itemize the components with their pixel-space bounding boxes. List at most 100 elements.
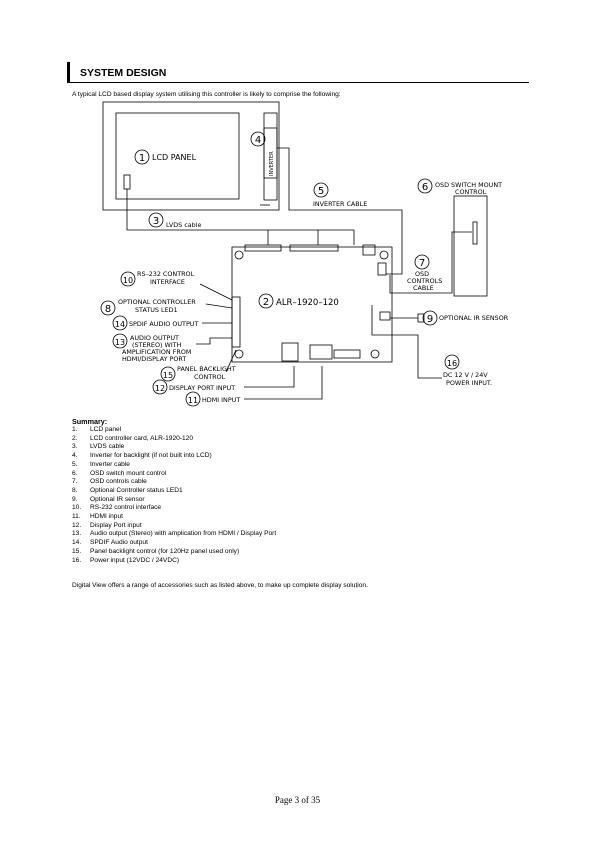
list-item: 13.Audio output (Stereo) with amplicatio… (72, 530, 277, 538)
list-item: 10.RS-232 control interface (72, 504, 162, 512)
power-line (371, 305, 442, 379)
power-label-1: DC 12 V / 24V (443, 371, 488, 379)
ir-sensor-box (417, 313, 425, 323)
osd-cable-line (389, 231, 472, 294)
callout-6-number: 6 (422, 182, 428, 193)
callout-1 (134, 149, 150, 165)
mount-hole-4 (370, 349, 380, 359)
controller-header-top-2 (289, 244, 339, 252)
hdmi-input-label: HDMI INPUT (202, 396, 240, 404)
callout-1-number: 1 (139, 153, 145, 164)
osd-cable-label-3: CABLE (413, 284, 434, 292)
audio-label-3: AMPLIFICATION FROM (122, 348, 191, 356)
lvds-cable-label: LVDS cable (166, 221, 201, 229)
heading-marker (67, 62, 70, 82)
callout-2 (258, 293, 274, 309)
inverter-cable-label: INVERTER CABLE (313, 200, 367, 208)
list-item: 14.SPDIF Audio output (72, 539, 148, 547)
callout-13 (112, 333, 128, 349)
callout-3 (148, 212, 164, 228)
list-item: 4.Inverter for backlight (if not built i… (72, 452, 212, 460)
led-leader (205, 303, 233, 309)
callout-14 (112, 315, 128, 331)
callout-9-number: 9 (427, 314, 433, 325)
audio-leader (196, 337, 232, 345)
callout-14-number: 14 (115, 320, 125, 329)
rs232-label-1: RS–232 CONTROL (137, 270, 195, 278)
callout-4-number: 4 (255, 135, 261, 146)
inverter-cable-line (277, 147, 403, 275)
callout-8-number: 8 (105, 304, 111, 315)
audio-label-4: HDMI/DISPLAY PORT (122, 355, 186, 363)
callout-16-number: 16 (447, 359, 457, 368)
osd-switch-label-1: OSD SWITCH MOUNT (435, 181, 502, 189)
osd-switch-mount (453, 195, 488, 297)
controller-header-top-1 (244, 244, 282, 252)
osd-switch-connector (472, 221, 478, 245)
page-number: Page 3 of 35 (274, 795, 321, 805)
lvds-cable-line (126, 189, 355, 245)
osd-switch-label-2: CONTROL (455, 188, 487, 196)
callout-12-number: 12 (155, 384, 165, 393)
list-item: 11.HDMI input (72, 513, 123, 521)
hdmi-leader (244, 366, 323, 400)
list-item: 7.OSD controls cable (72, 478, 147, 486)
osd-cable-label-1: OSD (415, 270, 429, 278)
controller-port-3 (333, 349, 361, 359)
summary-list: 1.LCD panel 2.LCD controller card, ALR-1… (72, 426, 276, 565)
callout-3-number: 3 (153, 216, 159, 227)
list-item: 16.Power input (12VDC / 24VDC) (72, 556, 180, 564)
list-item: 9.Optional IR sensor (72, 495, 145, 503)
spdif-label: SPDIF AUDIO OUTPUT (129, 320, 198, 328)
ir-sensor-label: OPTIONAL IR SENSOR (439, 314, 509, 322)
list-item: 3.LVDS cable (72, 443, 125, 451)
callout-7-number: 7 (419, 258, 425, 269)
callout-12 (152, 379, 168, 395)
controller-header-right (362, 244, 376, 256)
backlight-leader (225, 349, 237, 373)
lcd-panel-inner (115, 112, 240, 200)
callout-8 (100, 300, 116, 316)
callout-11-number: 11 (188, 396, 198, 405)
dp-leader (244, 366, 295, 388)
callout-9 (422, 310, 438, 326)
osd-cable-label-2: CONTROLS (407, 277, 442, 285)
rs232-label-2: INTERFACE (150, 278, 185, 286)
callout-10-number: 10 (123, 276, 133, 285)
callout-6 (417, 178, 433, 194)
callout-10 (120, 271, 136, 287)
list-item: 2.LCD controller card, ALR-1920-120 (72, 434, 193, 442)
callout-7 (414, 254, 430, 270)
callout-15-number: 15 (163, 371, 173, 380)
mount-hole-1 (234, 250, 244, 260)
list-item: 12.Display Port input (72, 521, 142, 529)
callout-5 (313, 182, 329, 198)
mount-hole-2 (379, 250, 389, 260)
controller-ir-header (379, 311, 391, 321)
controller-osd-header (377, 262, 387, 276)
audio-label-1: AUDIO OUTPUT (130, 334, 179, 342)
section-title: SYSTEM DESIGN (80, 67, 167, 79)
inverter-box (263, 127, 278, 179)
list-item: 6.OSD switch mount control (72, 469, 167, 477)
lcd-panel-connector (123, 174, 131, 190)
list-item: 8.Optional Controller status LED1 (72, 486, 183, 494)
controller-label: ALR–1920–120 (276, 298, 339, 308)
closing-note: Digital View offers a range of accessori… (72, 582, 368, 589)
dp-input-label: DISPLAY PORT INPUT (169, 384, 235, 392)
summary-title: Summary: (72, 417, 108, 426)
callout-2-number: 2 (263, 297, 269, 308)
rs232-leader (199, 283, 233, 301)
controller-port-1 (281, 342, 299, 362)
backlight-label-1: PANEL BACKLIGHT (177, 365, 236, 373)
list-item: 5.Inverter cable (72, 460, 130, 468)
intro-text: A typical LCD based display system utili… (72, 91, 341, 98)
callout-4 (250, 131, 266, 147)
power-label-2: POWER INPUT. (446, 379, 492, 387)
controller-left-header (231, 296, 241, 348)
led-label-2: STATUS LED1 (135, 306, 178, 314)
callout-11 (185, 391, 201, 407)
inverter-label: INVERTER (269, 151, 275, 176)
heading-rule (67, 64, 529, 83)
